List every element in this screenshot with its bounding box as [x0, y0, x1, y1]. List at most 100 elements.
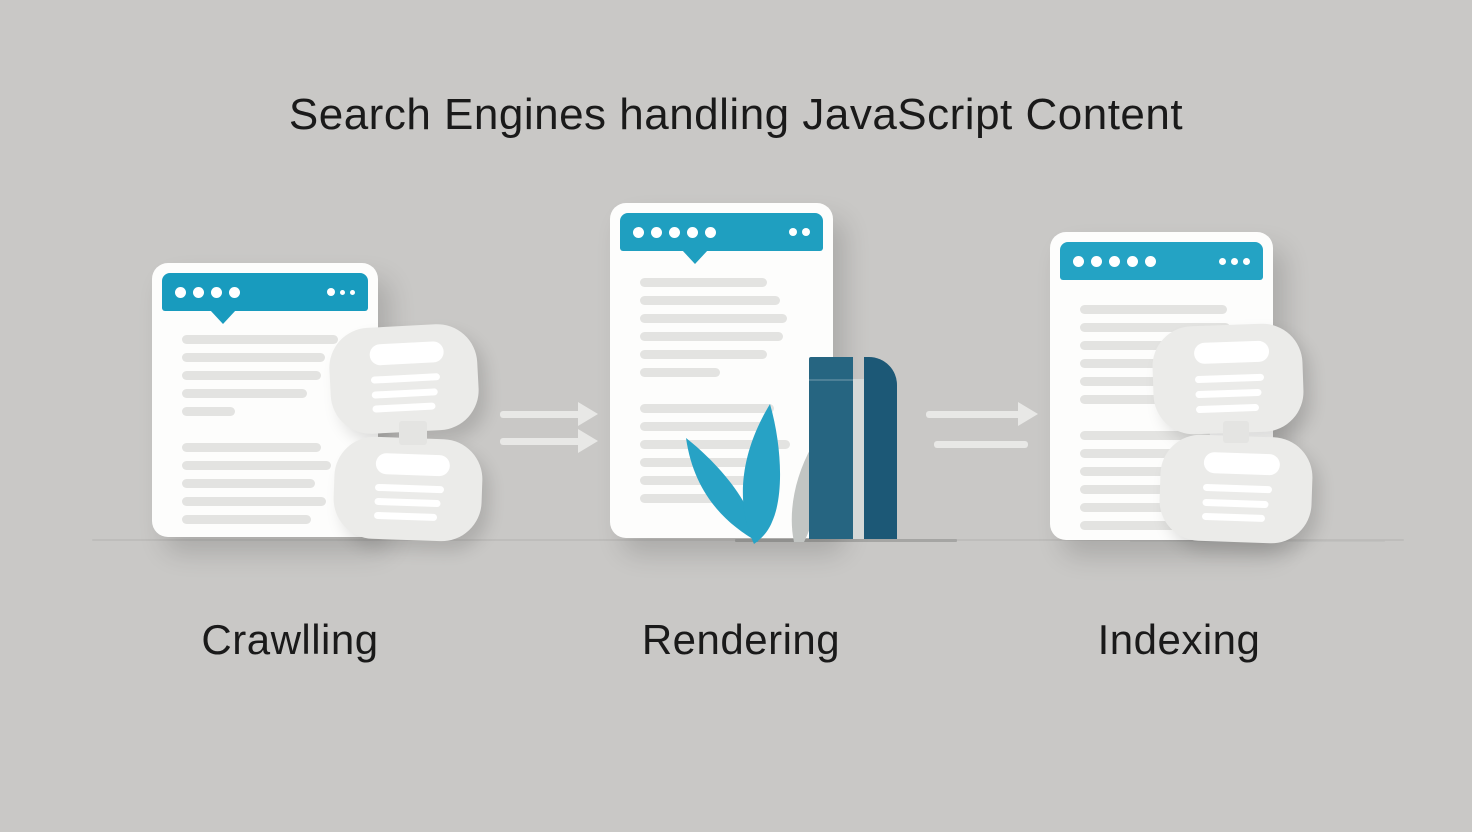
- content-line: [182, 443, 321, 452]
- content-line: [640, 350, 767, 359]
- window-dot: [669, 226, 680, 238]
- content-line: [182, 371, 321, 380]
- flow-arrow-line: [934, 441, 1028, 448]
- window-dot: [633, 226, 644, 238]
- bubble-title-line: [1193, 340, 1270, 365]
- bubble-text-line: [374, 498, 441, 508]
- bubble-text-line: [372, 387, 438, 399]
- content-line: [1080, 485, 1220, 494]
- window-dot: [789, 228, 797, 236]
- browser-window-header: [1060, 242, 1263, 280]
- window-dots-left: [1073, 255, 1156, 267]
- browser-window-header: [162, 273, 368, 311]
- content-line: [640, 494, 730, 503]
- window-dot: [1073, 255, 1084, 267]
- window-dot: [350, 289, 355, 295]
- flow-arrow-head: [578, 429, 598, 453]
- window-dot: [229, 286, 240, 298]
- content-line: [640, 332, 783, 341]
- stage-label-crawling: Crawlling: [201, 616, 379, 663]
- content-line: [182, 335, 338, 344]
- book-stripe: [853, 379, 864, 539]
- flow-arrow-line: [500, 411, 582, 418]
- content-line: [182, 389, 307, 398]
- book-left: [809, 357, 853, 539]
- window-dot: [1145, 255, 1156, 267]
- content-line: [1080, 377, 1223, 386]
- bubble-title-line: [1203, 451, 1280, 476]
- window-dot: [1243, 257, 1250, 265]
- window-dot: [193, 286, 204, 298]
- flow-arrow-line: [926, 411, 1022, 418]
- stage-label-indexing: Indexing: [1097, 616, 1261, 663]
- content-line: [1080, 503, 1227, 512]
- content-line: [640, 422, 767, 431]
- browser-window-header: [620, 213, 823, 251]
- window-dot: [705, 226, 716, 238]
- content-line: [1080, 521, 1217, 530]
- page-bubble: [1151, 322, 1305, 436]
- browser-window-crawling: [152, 263, 378, 537]
- content-line: [182, 497, 326, 506]
- flow-arrow-head: [1018, 402, 1038, 426]
- content-line: [1080, 431, 1210, 440]
- content-line: [1080, 305, 1227, 314]
- window-dots-right: [789, 228, 810, 236]
- plant-leaves-icon: [686, 404, 818, 544]
- bubble-title-line: [375, 453, 451, 477]
- stage-label-rendering: Rendering: [641, 616, 841, 663]
- book-seam: [809, 379, 853, 381]
- window-dots-left: [633, 226, 716, 238]
- window-dots-left: [175, 286, 240, 298]
- content-line: [1080, 449, 1223, 458]
- content-line: [182, 461, 331, 470]
- window-dot: [802, 228, 810, 236]
- bubble-text-line: [1195, 403, 1260, 414]
- content-line: [1080, 467, 1230, 476]
- bubble-connector: [399, 421, 427, 445]
- bubble-connector: [1223, 421, 1249, 443]
- window-notch: [210, 310, 236, 324]
- flow-arrow-head: [578, 402, 598, 426]
- window-dot: [1219, 257, 1226, 265]
- bubble-text-line: [374, 512, 437, 522]
- bubble-text-line: [1195, 388, 1262, 398]
- window-notch: [682, 250, 708, 264]
- window-dot: [175, 286, 186, 298]
- content-line: [640, 440, 790, 449]
- bubble-title-line: [369, 340, 445, 366]
- window-dot: [1231, 257, 1238, 265]
- content-line: [640, 278, 767, 287]
- content-line: [182, 407, 235, 416]
- bubble-text-line: [1202, 483, 1273, 494]
- bubble-text-line: [1201, 513, 1266, 523]
- ground-line-middle: [735, 539, 957, 542]
- flow-arrow-line: [500, 438, 582, 445]
- bubble-text-line: [372, 402, 436, 414]
- bubble-text-line: [1201, 498, 1270, 508]
- window-dot: [327, 288, 335, 296]
- window-dot: [340, 289, 345, 295]
- window-dot: [651, 226, 662, 238]
- book-right: [864, 357, 897, 539]
- page-bubble: [332, 435, 484, 543]
- content-line: [640, 296, 780, 305]
- books-icon: [809, 357, 897, 539]
- bubble-text-line: [371, 372, 440, 384]
- bubble-text-line: [1194, 373, 1265, 383]
- window-dot: [211, 286, 222, 298]
- content-line: [640, 404, 774, 413]
- diagram-title: Search Engines handling JavaScript Conte…: [288, 90, 1184, 139]
- window-dot: [687, 226, 698, 238]
- window-dot: [1127, 255, 1138, 267]
- content-line: [182, 353, 325, 362]
- content-line: [1080, 323, 1230, 332]
- page-bubble: [327, 322, 481, 436]
- content-line: [640, 368, 720, 377]
- window-dot: [1109, 255, 1120, 267]
- bubble-text-line: [375, 483, 444, 494]
- content-line: [182, 515, 311, 524]
- window-dot: [1091, 255, 1102, 267]
- window-dots-right: [1219, 257, 1250, 265]
